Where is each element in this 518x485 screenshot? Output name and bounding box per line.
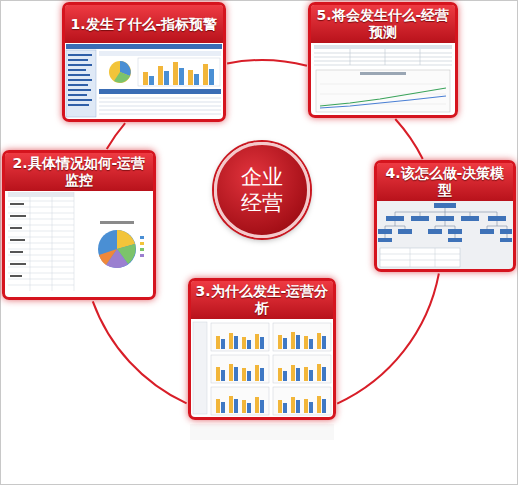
stage-box: 5.将会发生什么-经营预测 bbox=[308, 2, 458, 118]
center-circle: 企业 经营 bbox=[214, 142, 310, 238]
screenshot-warning bbox=[65, 41, 223, 119]
header-band: 5.将会发生什么-经营预测 bbox=[311, 5, 455, 43]
box-heading: 4.该怎么做-决策模型 bbox=[381, 165, 509, 199]
screenshot-decision bbox=[377, 199, 513, 269]
header-band: 2.具体情况如何-运营监控 bbox=[5, 153, 153, 191]
center-title: 企业 经营 bbox=[239, 164, 285, 216]
ring-arc bbox=[227, 60, 307, 66]
box-heading: 2.具体情况如何-运营监控 bbox=[9, 155, 149, 189]
screenshot-analysis bbox=[191, 319, 333, 417]
box-heading: 5.将会发生什么-经营预测 bbox=[315, 7, 451, 41]
ring-arc bbox=[337, 273, 439, 403]
header-band: 3.为什么发生-运营分析 bbox=[191, 281, 333, 319]
header-band: 1.发生了什么-指标预警 bbox=[65, 5, 223, 43]
box-heading: 3.为什么发生-运营分析 bbox=[195, 283, 329, 317]
box-heading: 1.发生了什么-指标预警 bbox=[71, 16, 218, 33]
stage-box: 2.具体情况如何-运营监控 bbox=[2, 150, 156, 300]
stage-box: 3.为什么发生-运营分析 bbox=[188, 278, 336, 420]
ring-arc bbox=[93, 301, 187, 403]
header-band: 4.该怎么做-决策模型 bbox=[377, 163, 513, 201]
ring-arc bbox=[395, 119, 422, 159]
stage-box: 1.发生了什么-指标预警 bbox=[62, 2, 226, 122]
reflection bbox=[190, 424, 334, 440]
screenshot-monitor bbox=[5, 189, 153, 297]
stage-box: 4.该怎么做-决策模型 bbox=[374, 160, 516, 272]
screenshot-forecast bbox=[311, 41, 455, 115]
ring-arc bbox=[107, 123, 125, 149]
